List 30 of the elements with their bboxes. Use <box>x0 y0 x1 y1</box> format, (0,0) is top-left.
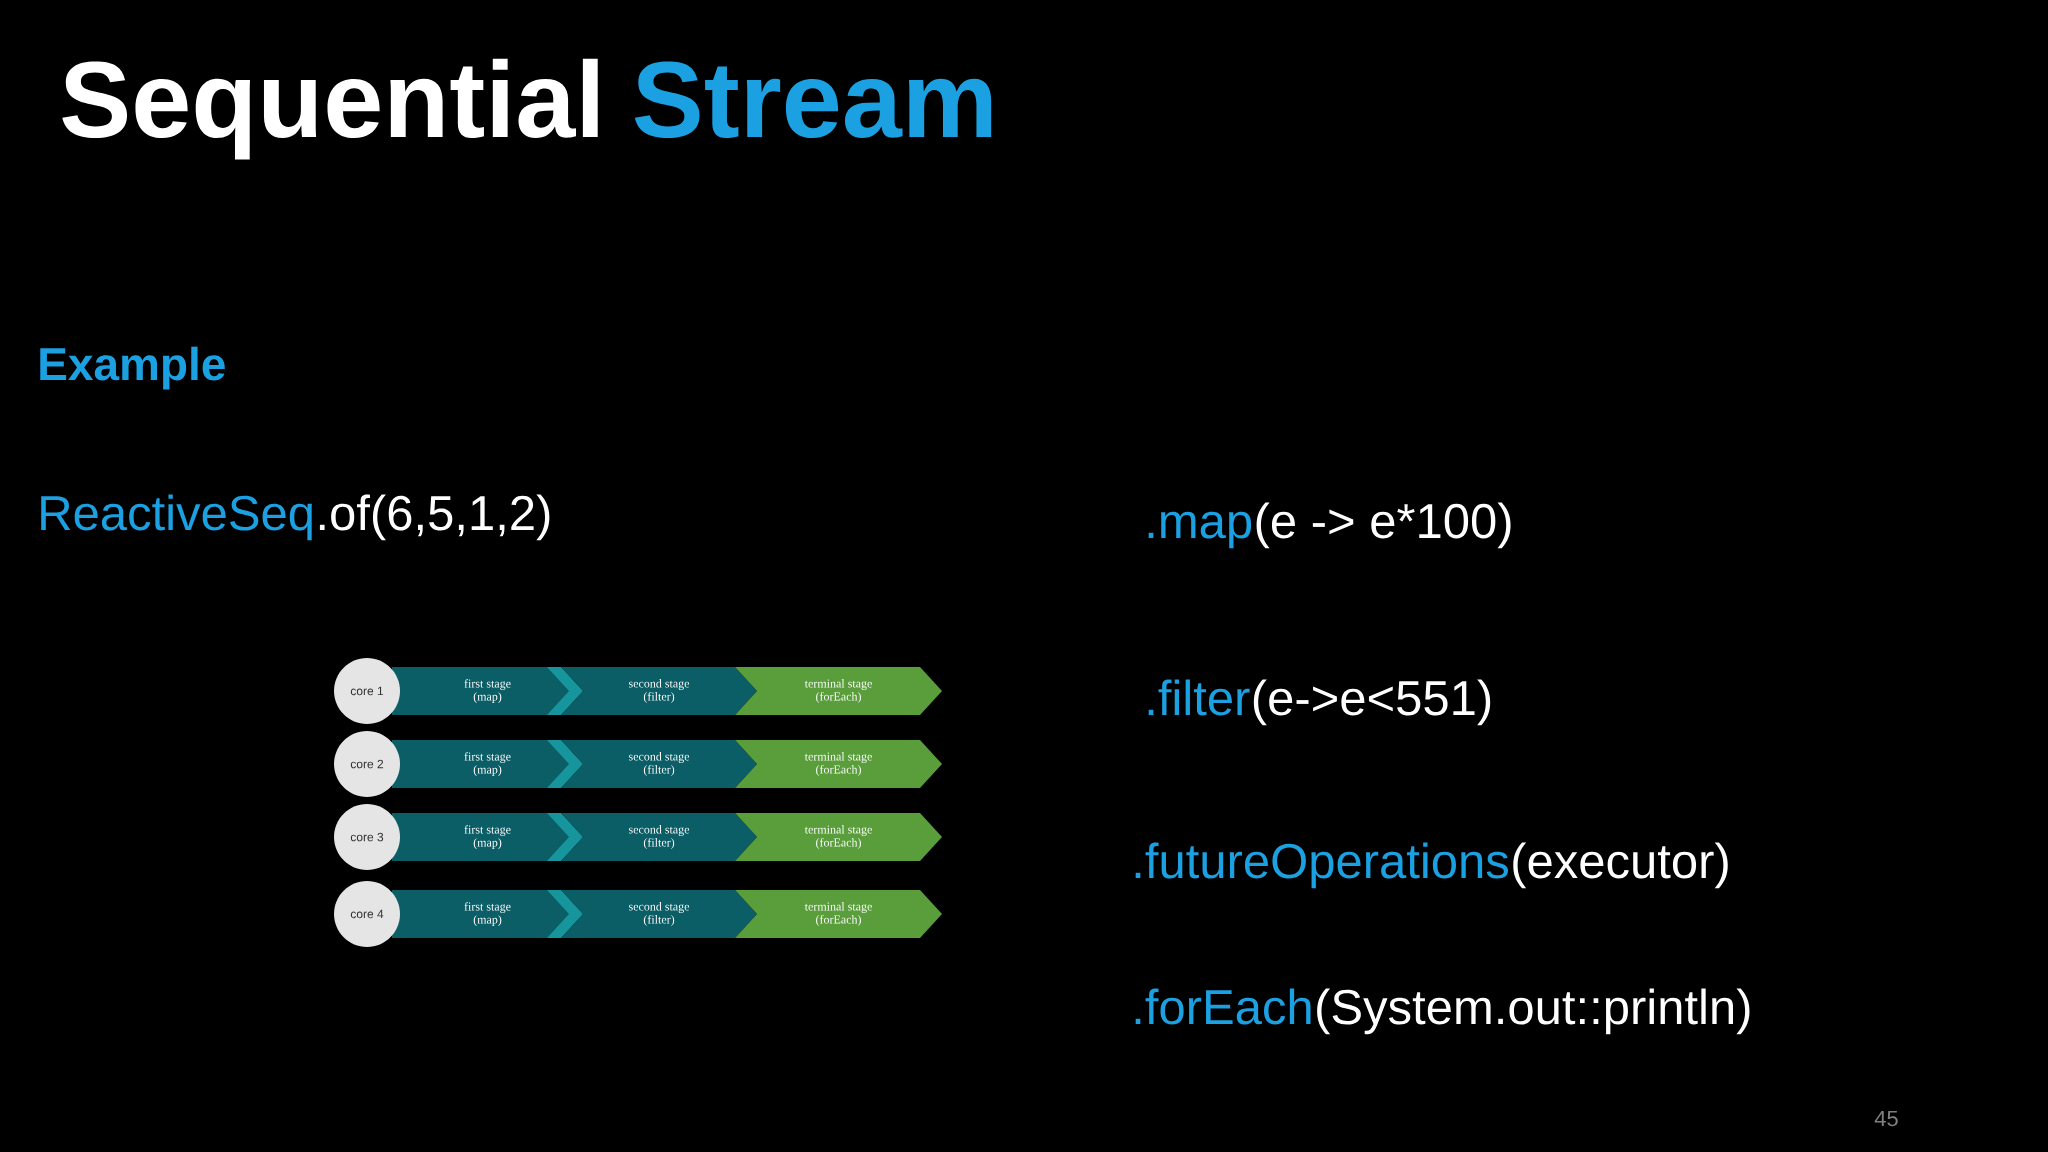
code-arguments: (System.out::println) <box>1317 988 1750 1035</box>
pipeline-stage: first stage (map) <box>392 667 583 715</box>
code-arguments: .of(6,5,1,2) <box>319 494 550 541</box>
pipeline-stage: second stage (filter) <box>561 890 757 938</box>
pipeline-stage: terminal stage (forEach) <box>735 667 942 715</box>
node-label: first stage (map) <box>464 902 511 927</box>
code-method: .forEach <box>1135 988 1311 1025</box>
pipeline-stage: second stage (filter) <box>561 740 757 788</box>
pipeline-stage: first stage (map) <box>392 813 583 861</box>
pipeline-stage: second stage (filter) <box>561 667 757 715</box>
code-arguments: (e -> e*100) <box>1256 502 1511 549</box>
title-word: Stream <box>634 61 992 139</box>
pipeline-stage: second stage (filter) <box>561 813 757 861</box>
node-label: first stage (map) <box>464 825 511 850</box>
code-method: ReactiveSeq <box>41 494 312 541</box>
pipeline-stage: terminal stage (forEach) <box>735 813 942 861</box>
code-method: .map <box>1148 511 1252 549</box>
pipeline-stage: first stage (map) <box>392 740 583 788</box>
pipeline-stage: terminal stage (forEach) <box>735 890 942 938</box>
code-method: .filter <box>1148 679 1250 716</box>
section-heading: Example <box>40 346 225 390</box>
page-number: 45 <box>1874 1110 1898 1127</box>
code-arguments: (executor) <box>1513 842 1728 889</box>
node-label: first stage (map) <box>464 679 511 704</box>
pipeline-stage: terminal stage (forEach) <box>735 740 942 788</box>
code-method: .futureOperations <box>1135 842 1508 889</box>
pipeline-stage: first stage (map) <box>392 890 583 938</box>
node-label: first stage (map) <box>464 752 511 777</box>
code-arguments: (e->e<551) <box>1253 679 1491 726</box>
title: Sequential <box>62 58 598 160</box>
